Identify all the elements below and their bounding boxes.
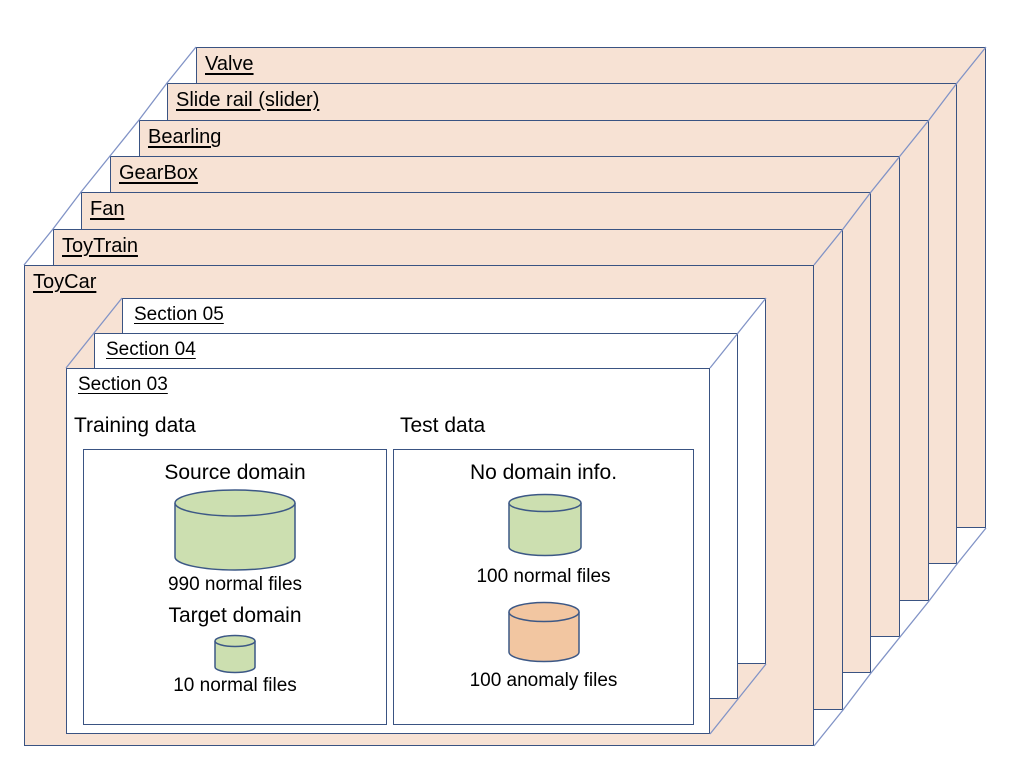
test-anomaly-file-count: 100 anomaly files xyxy=(469,670,618,691)
source-domain-db-icon xyxy=(174,489,296,571)
training-data-title: Training data xyxy=(74,414,196,437)
target-domain-file-count: 10 normal files xyxy=(173,675,297,696)
section-label-05: Section 05 xyxy=(134,304,224,325)
section-label-04: Section 04 xyxy=(106,339,196,360)
machine-label-gearbox: GearBox xyxy=(119,162,198,184)
test-normal-file-count: 100 normal files xyxy=(476,566,611,587)
target-domain-db-icon xyxy=(214,634,256,674)
machine-label-fan: Fan xyxy=(90,198,125,220)
test-data-title: Test data xyxy=(400,414,486,437)
source-domain-heading: Source domain xyxy=(164,461,306,484)
test-normal-db-icon xyxy=(507,493,582,557)
machine-label-bearling: Bearling xyxy=(148,126,222,148)
machine-label-valve: Valve xyxy=(205,53,254,75)
section-label-03: Section 03 xyxy=(78,374,168,395)
test-anomaly-db-icon xyxy=(507,601,580,663)
target-domain-heading: Target domain xyxy=(168,604,302,627)
machine-label-toycar: ToyCar xyxy=(33,271,97,293)
source-domain-file-count: 990 normal files xyxy=(167,574,303,595)
no-domain-info-heading: No domain info. xyxy=(469,461,618,484)
training-data-box: Source domain 990 normal files Target do… xyxy=(83,449,387,725)
machine-label-slide-rail: Slide rail (slider) xyxy=(176,89,320,111)
test-data-box: No domain info. 100 normal files 100 ano… xyxy=(393,449,694,725)
machine-label-toytrain: ToyTrain xyxy=(62,235,138,257)
